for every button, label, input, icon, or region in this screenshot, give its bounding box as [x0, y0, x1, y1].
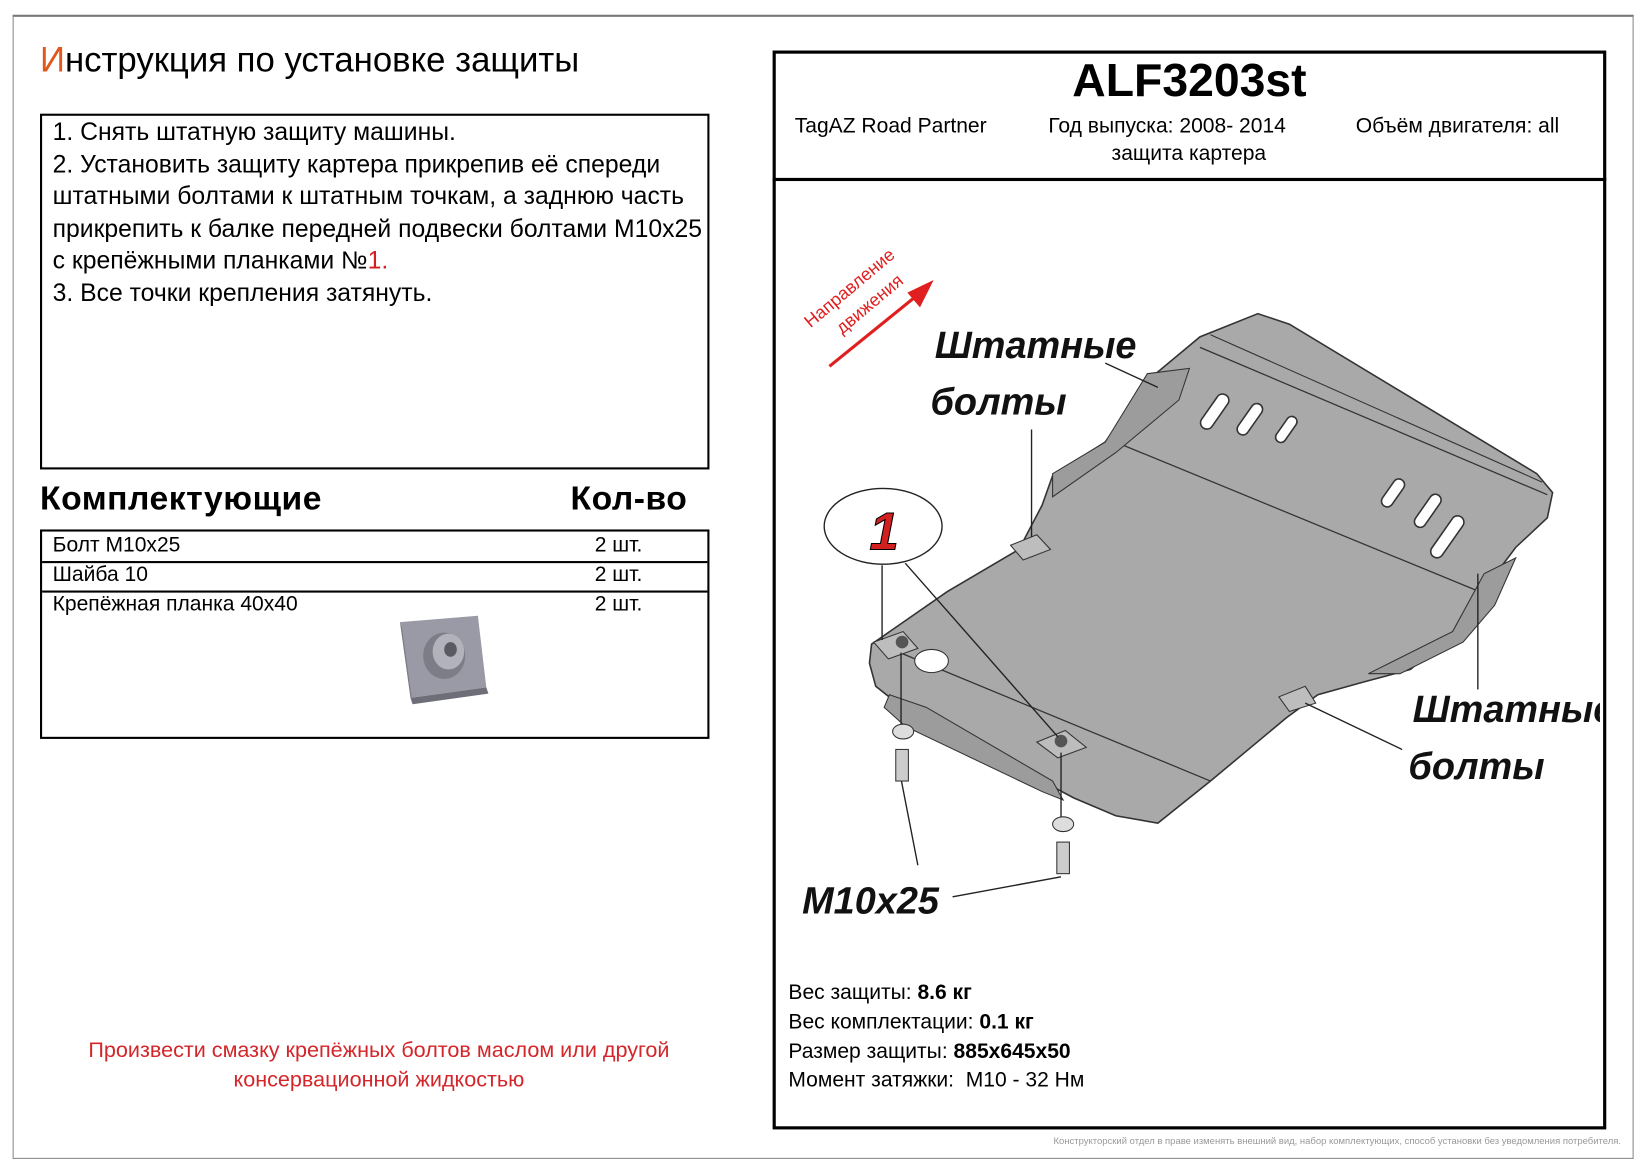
step-2-dot: . — [381, 246, 389, 274]
bolts — [892, 723, 1075, 875]
step-1: 1. Снять штатную защиту машины. — [52, 117, 456, 146]
bolt — [1056, 841, 1070, 875]
leader-lines — [881, 362, 1479, 898]
bolt — [895, 748, 909, 782]
mount-pad — [1009, 534, 1052, 561]
product-type: защита картера — [1111, 142, 1267, 166]
part-qty: 2 шт. — [594, 563, 643, 587]
fold-line — [1210, 334, 1543, 483]
washer — [892, 723, 915, 740]
nut — [1054, 734, 1068, 748]
step-2-ref: 1 — [367, 246, 382, 274]
fold-line — [894, 649, 1211, 782]
direction-arrow-line — [828, 293, 919, 368]
car-model: TagAZ Road Partner — [794, 114, 987, 138]
slot — [1199, 393, 1230, 430]
page-border — [12, 14, 1634, 1159]
table-row: Крепёжная планка 40х40 2 шт. — [42, 591, 707, 620]
engine-volume: Объём двигателя: all — [1355, 114, 1560, 138]
parts-table: Болт М10х25 2 шт. Шайба 10 2 шт. Крепёжная… — [39, 529, 710, 739]
part-qty: 2 шт. — [594, 533, 643, 557]
slot — [1413, 493, 1442, 529]
spec-value: 8.6 кг — [917, 981, 972, 1005]
std-bolts-label-2: болты — [1408, 746, 1544, 788]
spec-size: Размер защиты: 885x645x50 — [788, 1040, 1070, 1064]
title-rest: нструкция по установке защиты — [64, 39, 580, 79]
disclaimer-footer: Конструкторский отдел в праве изменять в… — [1053, 1135, 1622, 1147]
parts-header: Комплектующие — [39, 478, 323, 517]
table-row: Болт М10х25 2 шт. — [42, 532, 708, 564]
bolt-size-label: M10x25 — [802, 881, 940, 923]
part-name: Шайба 10 — [52, 563, 148, 587]
part-name: Крепёжная планка 40х40 — [52, 592, 298, 616]
plate-edge — [410, 687, 489, 705]
product-card — [772, 50, 1607, 1130]
instructions-box: 1. Снять штатную защиту машины. 2. Устан… — [39, 113, 710, 470]
washer — [1052, 816, 1075, 833]
std-bolts-label-2: болты — [930, 382, 1066, 424]
spec-weight: Вес защиты: 8.6 кг — [788, 981, 971, 1005]
std-bolts-label-1: Штатные — [935, 325, 1137, 367]
part-qty: 2 шт. — [594, 592, 643, 616]
direction-indicator: Направление движения — [800, 244, 934, 368]
qty-header: Кол-во — [570, 478, 688, 517]
spec-value: 885x645x50 — [953, 1039, 1071, 1064]
callout-ellipse — [823, 487, 943, 565]
labels: Штатные болты Штатные болты M10x25 — [802, 325, 1600, 923]
spec-value: М10 - 32 Нм — [965, 1068, 1085, 1092]
mount-pad — [1278, 685, 1317, 713]
installation-diagram: Направление движения Штатные болты Штатн… — [800, 244, 1600, 923]
plate-side — [399, 622, 413, 705]
spec-label: Размер защиты: — [788, 1039, 954, 1064]
slot — [1236, 402, 1264, 436]
table-row: Шайба 10 2 шт. — [42, 561, 708, 593]
title-first-letter: И — [39, 39, 65, 79]
model-years: Год выпуска: 2008- 2014 — [1048, 114, 1286, 138]
slot — [1274, 415, 1298, 444]
header-divider — [772, 177, 1607, 182]
slot — [1380, 478, 1406, 508]
spec-label: Вес защиты: — [788, 981, 918, 1005]
step-3: 3. Все точки крепления затянуть. — [52, 278, 433, 306]
nut — [895, 635, 909, 649]
slot — [1429, 515, 1465, 559]
direction-arrow-icon — [907, 279, 934, 308]
spec-kit-weight: Вес комплектации: 0.1 кг — [788, 1010, 1033, 1034]
part-name: Болт М10х25 — [52, 533, 181, 557]
spec-label: Момент затяжки: — [788, 1068, 966, 1092]
page-title: Инструкция по установке защиты — [40, 40, 579, 80]
callout-number: 1 — [869, 502, 898, 561]
spec-value: 0.1 кг — [979, 1010, 1034, 1034]
std-bolts-label-1: Штатные — [1413, 689, 1600, 731]
mounting-plate-image — [399, 615, 489, 705]
rear-flange — [883, 694, 1065, 802]
side-flange — [1052, 367, 1191, 498]
fold-line — [1110, 439, 1495, 599]
side-flange — [1368, 556, 1517, 675]
spec-label: Вес комплектации: — [788, 1010, 980, 1034]
fold-line — [1199, 346, 1548, 496]
product-code: ALF3203st — [1072, 54, 1307, 107]
step-2-text: 2. Установить защиту картера прикрепив е… — [52, 149, 702, 274]
step-2: 2. Установить защиту картера прикрепив е… — [53, 148, 708, 276]
spec-torque: Момент затяжки: М10 - 32 Нм — [788, 1068, 1084, 1092]
plate-hole — [444, 642, 457, 657]
access-hole — [914, 648, 949, 674]
vent-slots — [1199, 393, 1465, 559]
lubrication-note: Произвести смазку крепёжных болтов масло… — [88, 1037, 670, 1092]
